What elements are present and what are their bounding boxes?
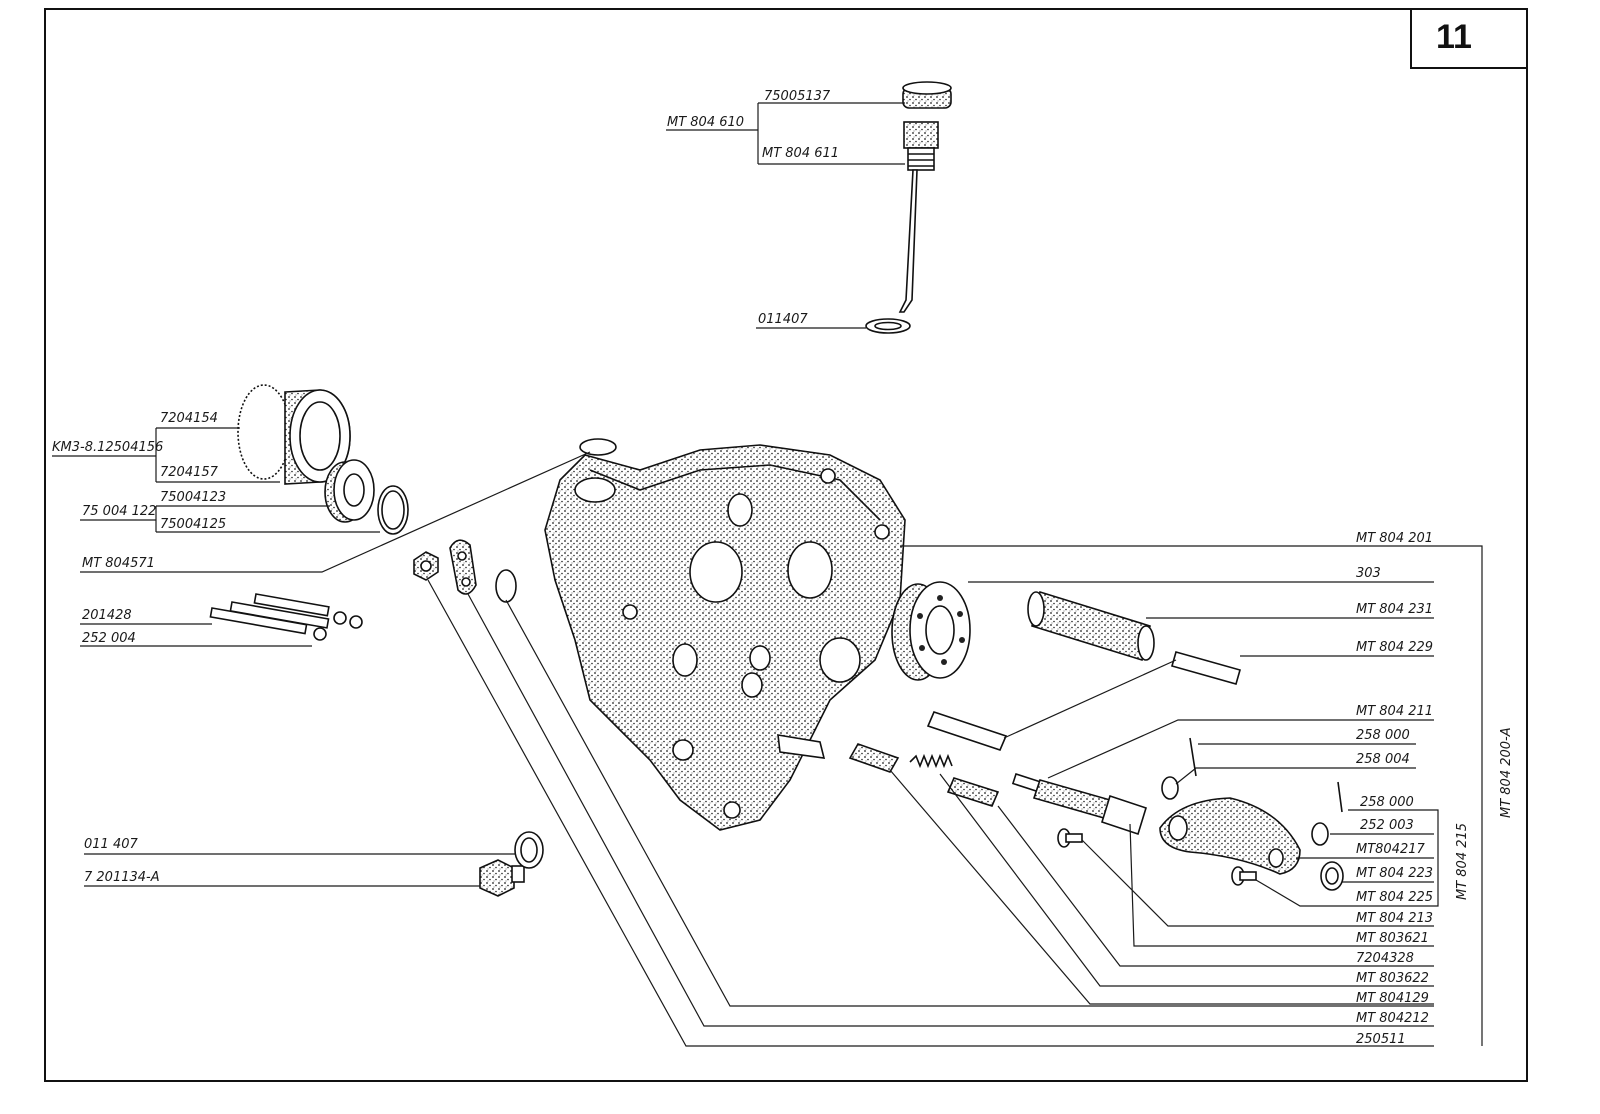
label-seal-outer: 7204154	[160, 411, 218, 426]
label-drain-washer: 011 407	[84, 837, 138, 852]
label-cotter-b: 258 000	[1360, 795, 1414, 810]
dipstick-cap-icon	[902, 81, 952, 109]
label-drain-plug: 7 201134-A	[84, 870, 160, 885]
page-number-box	[1410, 8, 1528, 69]
label-bearing-group: 75 004 122	[82, 504, 156, 519]
label-dipstick: MT 804 611	[762, 146, 839, 161]
gasket-icon	[449, 539, 477, 595]
label-sleeve: MT 804 231	[1356, 602, 1433, 617]
shift-lever-icon	[1159, 797, 1301, 875]
shaft-icon	[1011, 772, 1147, 836]
label-cap: 75005137	[764, 89, 831, 104]
label-bolt: 201428	[82, 608, 132, 623]
label-pin-b: MT 804 213	[1356, 911, 1433, 926]
sleeve-icon	[1027, 590, 1155, 662]
headed-pin-icon	[1057, 828, 1257, 886]
label-spring: 7204328	[1356, 951, 1414, 966]
label-group-right: MT 804 215	[1455, 823, 1470, 900]
label-pin-c: MT 804 225	[1356, 890, 1433, 905]
drain-plug-icon	[479, 859, 525, 897]
label-washer-c: MT 804 223	[1356, 866, 1433, 881]
spring-icon	[909, 753, 953, 769]
label-seal-inner: 7204157	[160, 465, 219, 480]
oil-seal-icon	[237, 384, 351, 485]
label-lever: MT804217	[1356, 842, 1426, 857]
ring-icon	[495, 569, 517, 603]
label-seal-group: KM3-8.12504156	[52, 440, 163, 455]
label-housing: MT 804 201	[1356, 531, 1433, 546]
label-o-ring: MT 804571	[82, 556, 155, 571]
label-washer-b: 252 003	[1360, 818, 1414, 833]
page-number: 11	[1436, 18, 1472, 56]
label-washer-a: 258 004	[1356, 752, 1410, 767]
large-bearing-icon	[891, 581, 971, 681]
label-plunger-b: MT 803622	[1356, 971, 1429, 986]
label-dipstick-group: MT 804 610	[667, 115, 744, 130]
label-dipstick-washer: 011407	[758, 312, 808, 327]
label-ring: 250511	[1356, 1032, 1406, 1047]
leader-lines	[52, 102, 1483, 1047]
label-bolt-washer: 252 004	[82, 631, 136, 646]
label-shaft: MT 804 211	[1356, 704, 1433, 719]
label-gasket: MT 804129	[1356, 991, 1429, 1006]
dipstick-icon	[898, 121, 939, 313]
bolt-icon	[209, 593, 363, 641]
crankcase-housing-icon	[544, 444, 906, 831]
pin-icon	[1171, 651, 1241, 685]
drawing-frame	[44, 8, 1528, 1082]
label-bearing-ring: 75004125	[160, 517, 226, 532]
label-bearing: 75004123	[160, 490, 226, 505]
label-plunger: MT 803621	[1356, 931, 1429, 946]
label-nut: MT 804212	[1356, 1011, 1429, 1026]
ball-bearing-icon	[324, 459, 375, 523]
label-pin-a: MT 804 229	[1356, 640, 1433, 655]
o-ring-icon	[579, 438, 617, 456]
label-ball-bearing: 303	[1356, 566, 1381, 581]
label-cotter-a: 258 000	[1356, 728, 1410, 743]
label-assembly: MT 804 200-A	[1499, 727, 1514, 818]
cotter-pin-icon	[1189, 737, 1197, 777]
washer-icon	[1161, 776, 1179, 800]
